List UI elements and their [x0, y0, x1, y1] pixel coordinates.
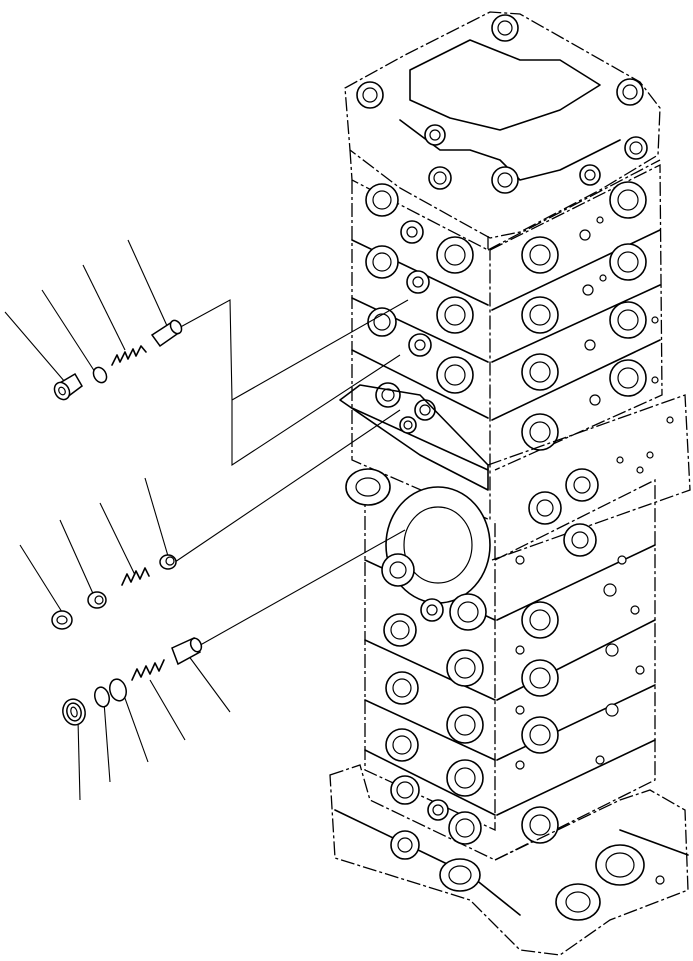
callout-line	[187, 654, 231, 713]
lower-sections	[345, 468, 656, 861]
o-ring	[92, 366, 108, 384]
spring	[121, 567, 150, 586]
part-group-lower	[62, 637, 231, 801]
top-bolts	[356, 14, 648, 194]
callout-line	[19, 544, 63, 613]
top-cover-detail-2	[399, 119, 621, 181]
callout-line	[77, 719, 81, 801]
top-cover-edge	[349, 149, 661, 252]
o-ring	[109, 678, 127, 702]
bottom-base	[329, 764, 689, 956]
callout-line	[127, 239, 169, 329]
part-group-middle	[19, 477, 177, 630]
callout-line	[149, 679, 186, 741]
part-group-upper	[4, 239, 183, 401]
callout-line	[103, 701, 111, 783]
callout-line	[121, 689, 149, 763]
center-lines	[174, 299, 409, 649]
spring	[111, 345, 147, 366]
callout-line	[99, 502, 136, 576]
o-ring	[94, 686, 110, 708]
callout-line	[82, 264, 126, 351]
top-cover-detail	[409, 39, 601, 131]
callout-line	[4, 311, 66, 383]
callout-line	[144, 477, 169, 557]
callout-line	[59, 519, 96, 599]
callout-line	[41, 289, 96, 373]
upper-sections	[351, 163, 663, 521]
control-valve-body	[329, 11, 691, 956]
spring	[131, 659, 165, 681]
top-cover-outline	[344, 11, 661, 239]
